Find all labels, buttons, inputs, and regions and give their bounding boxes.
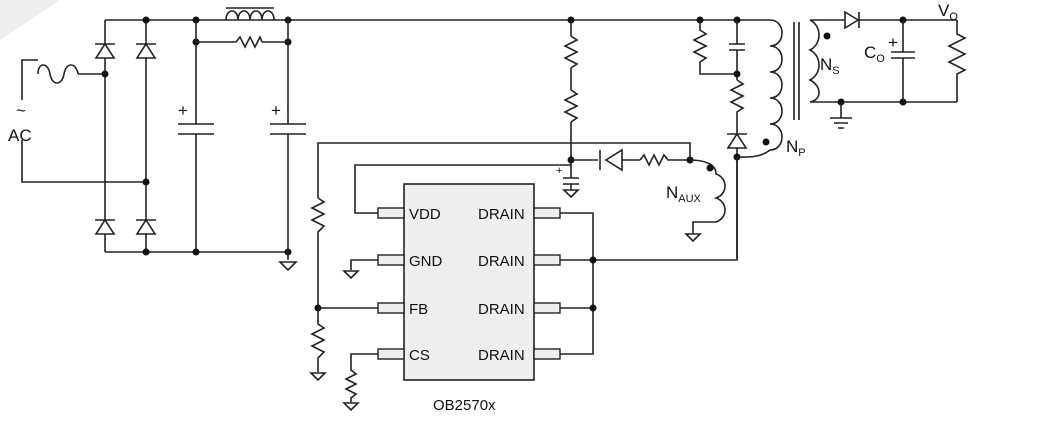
diode-d3 <box>94 218 116 235</box>
diode-d1 <box>94 42 116 59</box>
startup-resistors: + <box>556 16 580 199</box>
ic-part-name: OB2570x <box>433 397 496 414</box>
pin-drain-3: DRAIN <box>478 301 525 318</box>
diode-d4 <box>135 218 157 235</box>
controller-ic: VDD GND FB CS DRAIN DRAIN DRAIN DRAIN OB… <box>309 142 738 414</box>
ns-label: NS <box>820 55 840 77</box>
cap2-plus: + <box>271 101 281 120</box>
fuse <box>37 64 79 84</box>
diode-d2 <box>135 42 157 59</box>
ac-tilde: ~ <box>16 101 26 120</box>
filter-resistor <box>235 35 263 49</box>
vdd-cap-plus: + <box>556 165 562 177</box>
primary-side: NP <box>600 16 806 258</box>
filter-inductor <box>225 10 275 21</box>
co-plus: + <box>888 33 898 52</box>
pin-cs: CS <box>409 347 430 364</box>
ac-input: ~ AC <box>8 59 146 183</box>
aux-winding: NAUX <box>571 148 726 243</box>
pin-drain-4: DRAIN <box>478 347 525 364</box>
corner-watermark <box>0 0 60 40</box>
bridge-rectifier <box>94 16 600 256</box>
ground-1 <box>278 261 298 272</box>
co-label: CO <box>864 43 885 65</box>
input-filter: + + <box>178 7 306 272</box>
bulk-cap-2 <box>270 123 306 135</box>
ac-label: AC <box>8 126 32 145</box>
secondary-side: NS CO + VO <box>808 1 967 129</box>
bulk-cap-1 <box>178 123 214 135</box>
pin-vdd: VDD <box>409 206 441 223</box>
pin-drain-2: DRAIN <box>478 253 525 270</box>
np-label: NP <box>786 137 806 159</box>
cap1-plus: + <box>178 101 188 120</box>
pin-gnd: GND <box>409 253 443 270</box>
vo-label: VO <box>938 1 958 23</box>
naux-label: NAUX <box>666 183 702 205</box>
pin-fb: FB <box>409 301 428 318</box>
pin-drain-1: DRAIN <box>478 206 525 223</box>
ic-body <box>403 183 535 381</box>
